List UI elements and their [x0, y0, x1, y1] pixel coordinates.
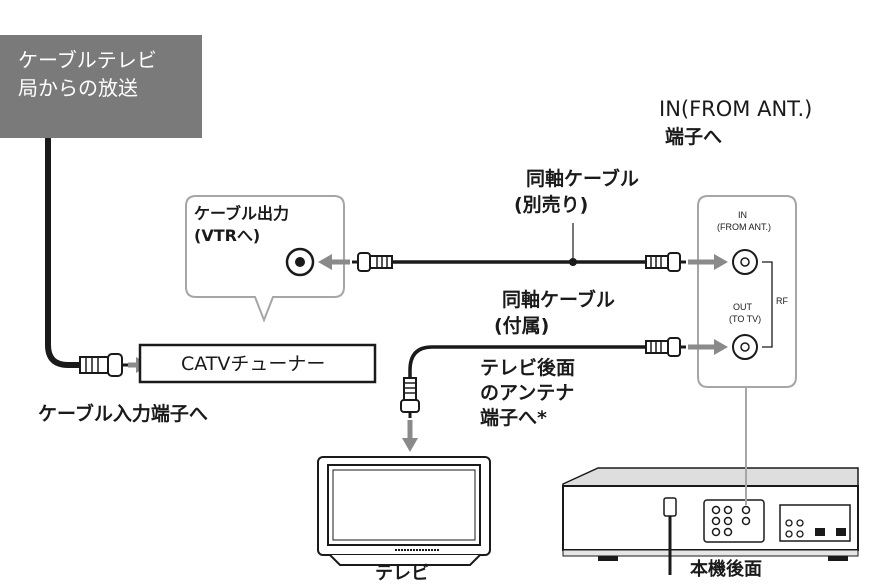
- tv-antenna-line2: のアンテナ: [480, 382, 575, 404]
- catv-tuner-box: [138, 343, 377, 384]
- tuner-output-line1: ケーブル出力: [194, 204, 290, 223]
- coax-included: [408, 345, 650, 378]
- tv-antenna-line1: テレビ後面: [480, 357, 576, 379]
- tuner-output-line2: (VTRへ): [194, 226, 261, 245]
- unit-label: 本機後面: [690, 559, 762, 580]
- tuner-output-callout: [185, 195, 345, 323]
- cable-input-label: ケーブル入力端子へ: [38, 403, 208, 425]
- source-box: [0, 35, 202, 138]
- unit-illustration: [562, 387, 859, 575]
- tuner-input-plug: [79, 353, 128, 377]
- coax-included-line1: 同軸ケーブル: [502, 289, 615, 311]
- in-terminal-subtext: (FROM ANT.): [717, 222, 771, 232]
- incoming-cable: [45, 138, 80, 368]
- out-terminal-subtext: (TO TV): [729, 314, 762, 324]
- out-terminal-text: OUT: [733, 302, 752, 312]
- tv-label: テレビ: [375, 563, 429, 584]
- rf-label: RF: [776, 296, 788, 306]
- coax-included-line2: (付属): [494, 315, 550, 337]
- catv-tuner-label: CATVチューナー: [181, 353, 326, 375]
- in-terminal-line2: 端子へ: [665, 126, 723, 148]
- coax-sold-line1: 同軸ケーブル: [526, 168, 639, 190]
- tv-antenna-line3: 端子へ*: [480, 407, 547, 429]
- coax-sold-line2: (別売り): [514, 194, 589, 216]
- in-terminal-line1: IN(FROM ANT.): [659, 97, 813, 121]
- in-terminal-text: IN: [738, 210, 747, 220]
- tv-illustration: [317, 456, 491, 566]
- source-box-line2: 局からの放送: [18, 76, 138, 100]
- source-box-line1: ケーブルテレビ: [18, 48, 157, 72]
